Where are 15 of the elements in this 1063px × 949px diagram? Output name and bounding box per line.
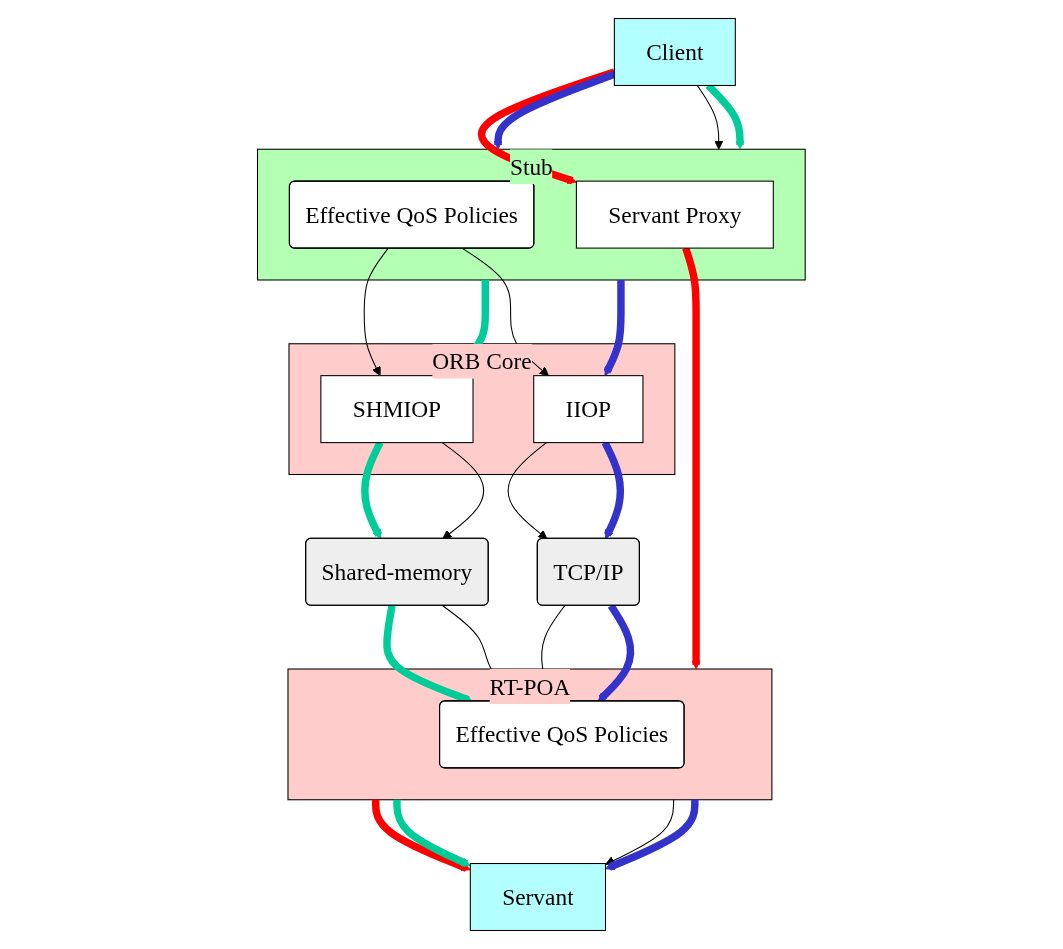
node-box: Servant [469,863,607,931]
node-box: SHMIOP [320,375,474,444]
arrow [363,248,389,377]
arrow [493,70,616,150]
arrow [605,799,699,871]
arrow [605,799,675,865]
arrow [603,280,625,377]
arrow [441,442,485,540]
node-box: IIOP [533,375,644,444]
arrow [393,799,471,868]
arrow [372,799,471,872]
arrow [696,84,724,150]
node-box: Client [614,18,736,86]
arrow [507,442,548,540]
node-box: Servant Proxy [576,180,774,249]
